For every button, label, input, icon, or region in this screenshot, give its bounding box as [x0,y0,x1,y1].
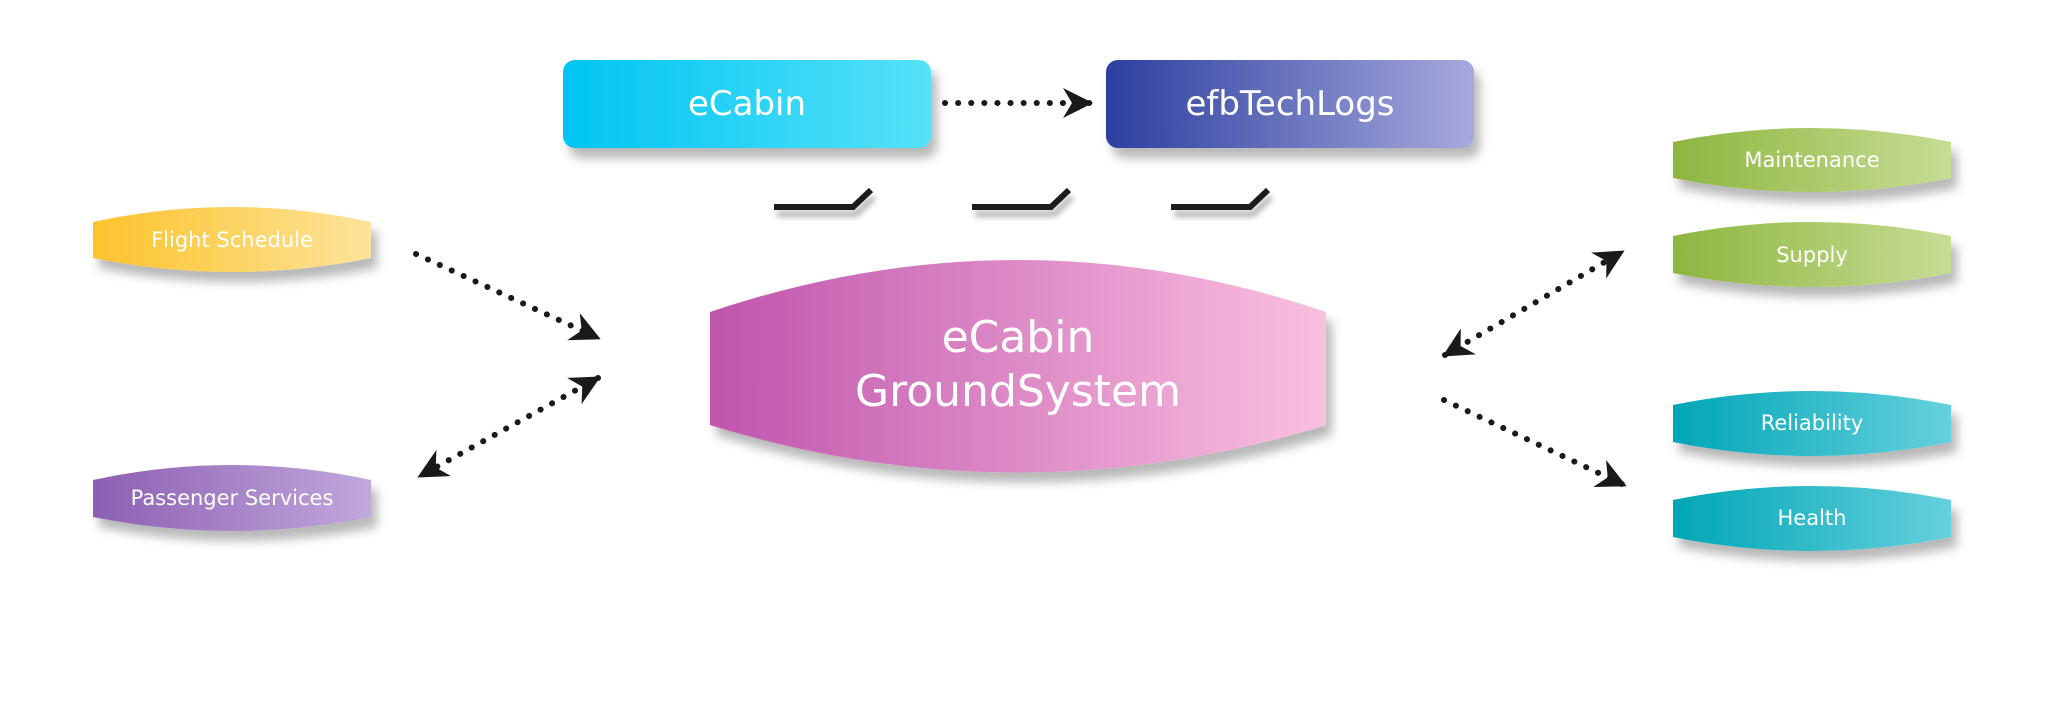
arrow-core-supply [1442,249,1625,358]
efbtechlogs-box [1106,60,1474,148]
ecabin-box [563,60,931,148]
reliability-shape [1673,391,1951,456]
flight-schedule-shape [93,207,371,272]
arrow-core-to-reliability-health [1441,397,1627,488]
efbtechlogs-label: efbTechLogs [1185,84,1395,124]
maintenance-shape [1673,128,1951,192]
connector-strokes [774,187,1271,210]
connector-stroke-2 [972,187,1072,210]
flight-schedule-label: Flight Schedule [151,228,313,252]
health-label: Health [1777,506,1847,530]
core-system-label: eCabin GroundSystem [710,290,1326,440]
maintenance-label: Maintenance [1744,148,1880,172]
connector-stroke-3 [1171,187,1271,210]
arrow-flight-schedule-to-core [413,251,601,341]
connector-stroke-1 [774,187,874,210]
arrow-core-passenger-services [417,375,601,479]
core-system-line1: eCabin [941,312,1095,363]
ecabin-label: eCabin [687,84,807,124]
supply-label: Supply [1776,243,1848,267]
core-system-shape [710,260,1326,473]
passenger-services-label: Passenger Services [130,486,334,510]
core-system-line2: GroundSystem [855,366,1181,417]
health-shape [1673,486,1951,551]
supply-shape [1673,222,1951,287]
passenger-services-shape [93,465,371,531]
reliability-label: Reliability [1760,411,1864,435]
